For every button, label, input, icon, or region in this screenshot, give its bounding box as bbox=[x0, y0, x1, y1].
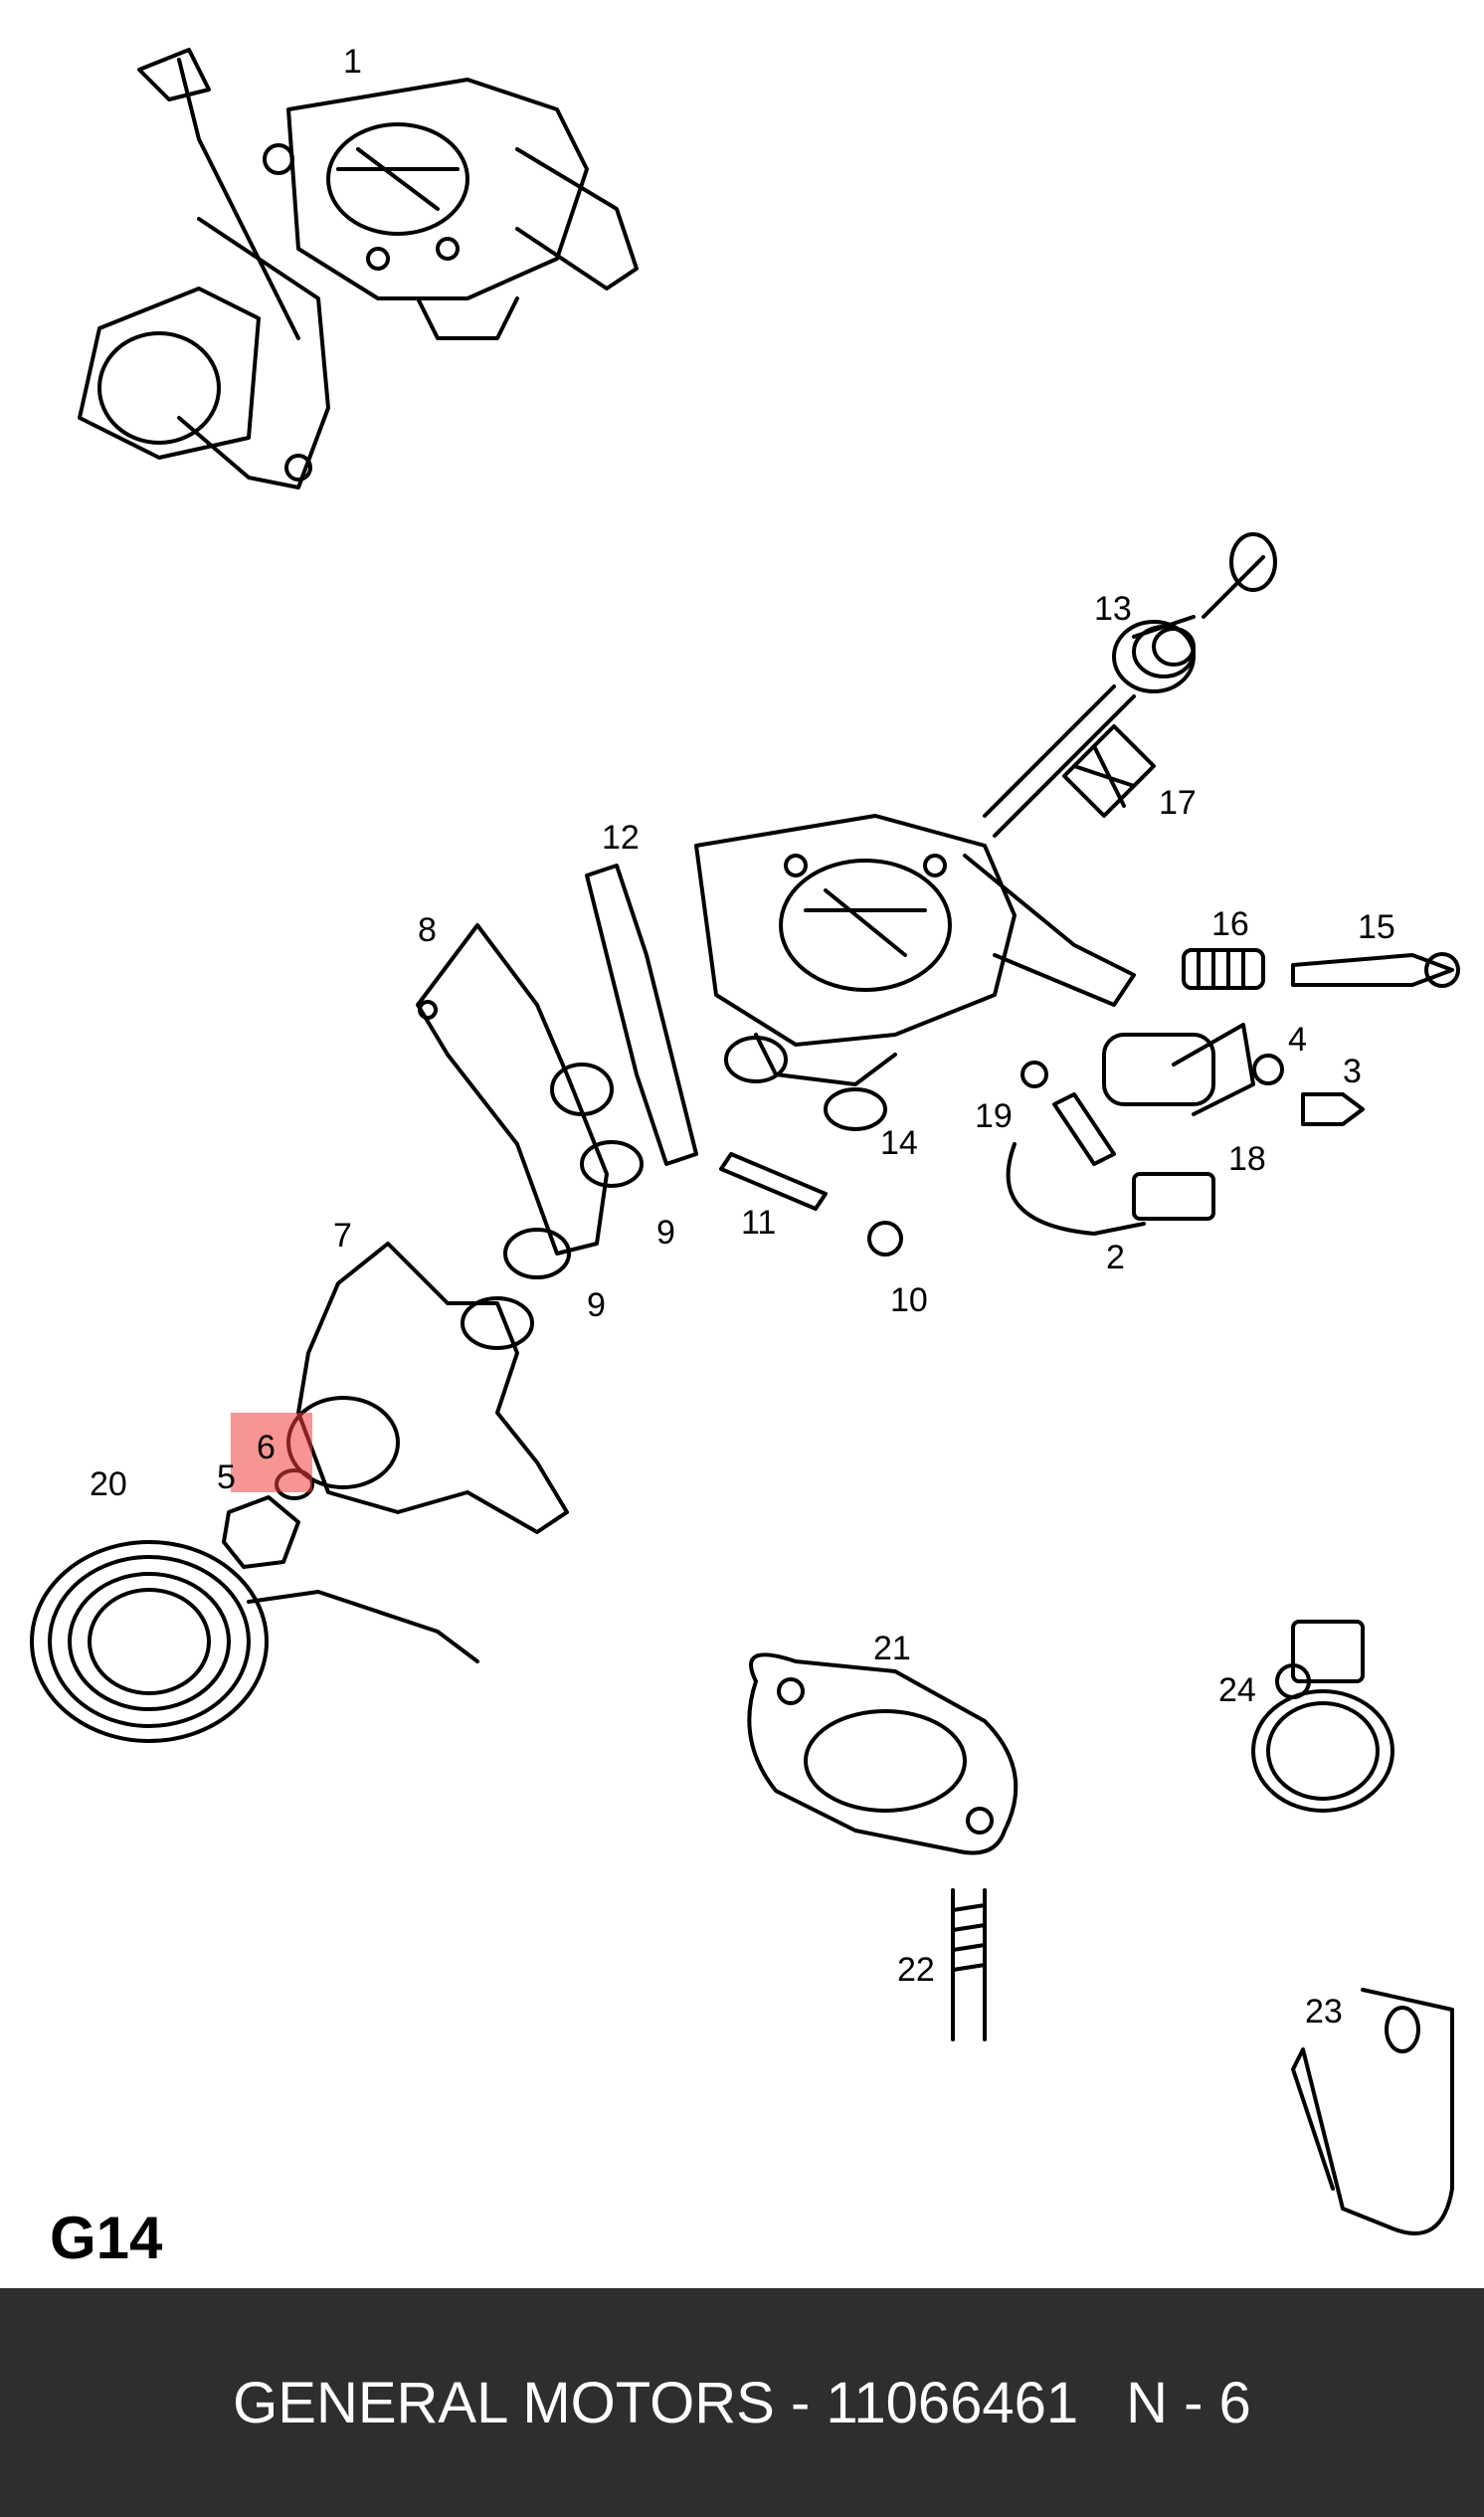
label-11: 11 bbox=[741, 1204, 777, 1242]
label-24: 24 bbox=[1218, 1671, 1256, 1709]
part-13-spring bbox=[983, 532, 1277, 838]
part-19-needle bbox=[1020, 1061, 1116, 1166]
label-3: 3 bbox=[1343, 1053, 1362, 1090]
label-9a: 9 bbox=[656, 1214, 675, 1252]
label-9b: 9 bbox=[587, 1286, 606, 1324]
label-13: 13 bbox=[1094, 590, 1132, 628]
label-1: 1 bbox=[343, 43, 362, 81]
label-5: 5 bbox=[217, 1458, 236, 1496]
part-11-bolt bbox=[719, 1152, 828, 1211]
label-12: 12 bbox=[602, 819, 640, 857]
part-9-washer-b bbox=[503, 1228, 571, 1279]
label-6: 6 bbox=[257, 1429, 276, 1466]
label-17: 17 bbox=[1159, 784, 1197, 822]
label-14: 14 bbox=[880, 1124, 918, 1162]
part-12-lever bbox=[585, 864, 698, 1166]
label-2: 2 bbox=[1106, 1239, 1125, 1276]
exploded-parts-diagram bbox=[30, 48, 1460, 2235]
footer-bar: GENERAL MOTORS - 11066461 N - 6 bbox=[0, 2288, 1484, 2517]
part-22-stud bbox=[951, 1888, 987, 2041]
label-7: 7 bbox=[333, 1217, 352, 1255]
page-code: G14 bbox=[50, 2205, 163, 2271]
part-18-solenoid bbox=[1006, 1023, 1255, 1236]
part-21-gasket bbox=[747, 1652, 1019, 1855]
part-23-bracket bbox=[1291, 1988, 1454, 2235]
part-15-screw bbox=[1291, 952, 1460, 988]
part-9-washer-a bbox=[580, 1140, 644, 1188]
part-8-lever bbox=[416, 923, 614, 1256]
label-15: 15 bbox=[1358, 908, 1395, 946]
part-16-spring bbox=[1182, 948, 1265, 990]
part-1-carburettor-assembly bbox=[78, 48, 639, 489]
part-4-washer bbox=[1252, 1054, 1284, 1085]
part-7-choke-housing bbox=[286, 1242, 569, 1534]
label-21: 21 bbox=[873, 1630, 911, 1667]
part-24-clamp bbox=[1251, 1620, 1394, 1813]
part-10-clip bbox=[867, 1221, 903, 1257]
part-17-filter bbox=[1062, 724, 1156, 818]
part-14-plug bbox=[824, 1087, 887, 1131]
label-10: 10 bbox=[890, 1281, 928, 1319]
label-4: 4 bbox=[1288, 1021, 1307, 1059]
footer-position: N - 6 bbox=[1126, 2370, 1251, 2435]
label-22: 22 bbox=[897, 1951, 935, 1989]
label-20: 20 bbox=[90, 1465, 127, 1503]
part-20-coil-spring bbox=[30, 1540, 479, 1743]
label-8: 8 bbox=[418, 911, 437, 949]
label-18: 18 bbox=[1228, 1140, 1266, 1178]
part-3-screw bbox=[1301, 1092, 1365, 1126]
label-19: 19 bbox=[975, 1097, 1013, 1135]
part-5-nut bbox=[222, 1495, 300, 1569]
highlight-marker bbox=[231, 1413, 312, 1492]
carburettor-body bbox=[694, 814, 1136, 1086]
label-16: 16 bbox=[1211, 905, 1249, 943]
footer-brand-part-number: GENERAL MOTORS - 11066461 bbox=[233, 2370, 1079, 2435]
label-23: 23 bbox=[1305, 1993, 1343, 2031]
